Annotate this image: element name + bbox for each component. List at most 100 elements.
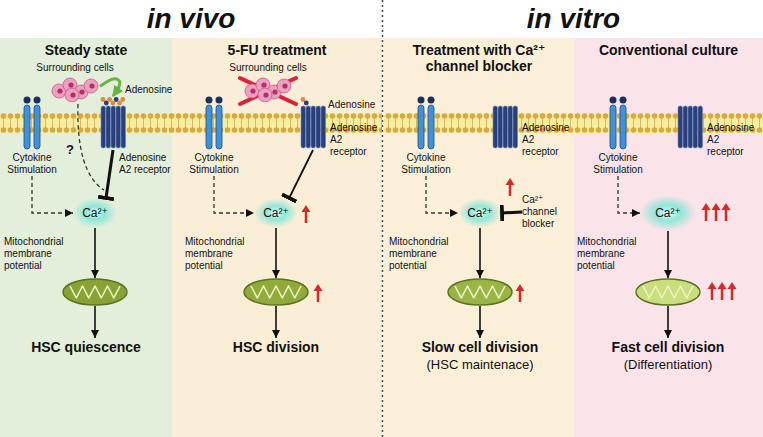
surrounding-cells: Surrounding cells bbox=[50, 76, 100, 102]
node-label: Ca²⁺ bbox=[82, 206, 108, 220]
outcome-text: Slow cell division(HSC maintenace) bbox=[392, 338, 568, 373]
cytokine-receptor: Cytokine Stimulation bbox=[4, 96, 60, 176]
inhibition-line bbox=[106, 150, 113, 198]
receptor-shape bbox=[492, 96, 518, 150]
receptor-shape bbox=[677, 96, 703, 150]
cytokine-receptor-shape bbox=[608, 96, 628, 150]
node-label: Adenosine A2 receptor bbox=[330, 122, 380, 158]
node-label: Ca²⁺ bbox=[467, 206, 493, 220]
stimulation-arrow bbox=[100, 79, 120, 96]
node-label: Cytokine Stimulation bbox=[4, 152, 60, 176]
section-title: in vitro bbox=[384, 2, 763, 36]
outcome-text: HSC division bbox=[180, 338, 372, 356]
ligand-label: Adenosine bbox=[328, 99, 375, 111]
cytokine-receptor: Cytokine Stimulation bbox=[398, 96, 454, 176]
panel-heading: 5-FU treatment bbox=[172, 38, 382, 58]
signal-arrow bbox=[275, 228, 277, 278]
section-title: in vivo bbox=[0, 2, 382, 36]
panel-heading: Steady state bbox=[0, 38, 172, 58]
outcome-label: (HSC maintenace) bbox=[392, 356, 568, 373]
node-label: Ca²⁺ channel blocker bbox=[522, 194, 570, 230]
panel-heading: Conventional culture bbox=[574, 38, 763, 58]
mitochondrion: Mitochondrial membrane potential bbox=[243, 278, 309, 306]
node-label: Adenosine A2 receptor bbox=[522, 122, 572, 158]
inhibition-line bbox=[502, 212, 522, 213]
panel-ground bbox=[384, 38, 574, 437]
calcium-signal: Ca²⁺ bbox=[640, 195, 696, 231]
node-label: Adenosine A2 receptor bbox=[707, 122, 757, 158]
cytokine-signal-arrow bbox=[426, 176, 458, 213]
cytokine-signal-arrow bbox=[214, 176, 254, 213]
mitochondrion-shape bbox=[635, 278, 701, 306]
outcome-label: Fast cell division bbox=[582, 338, 754, 356]
outcome-label: (Differentiation) bbox=[582, 356, 754, 373]
signal-arrow bbox=[94, 228, 96, 278]
mitochondrion-shape bbox=[243, 278, 309, 306]
signal-arrow bbox=[94, 306, 96, 338]
mitochondrion: Mitochondrial membrane potential bbox=[635, 278, 701, 306]
cytokine-signal-arrow bbox=[618, 176, 640, 213]
cell-membrane bbox=[384, 113, 763, 133]
cytokine-signal-arrow bbox=[32, 176, 73, 213]
condition-panel: Conventional cultureCytokine Stimulation… bbox=[574, 38, 763, 437]
mitochondrion: Mitochondrial membrane potential bbox=[447, 278, 513, 306]
condition-panel: Treatment with Ca²⁺ channel blockerCytok… bbox=[384, 38, 574, 437]
panel-ground bbox=[0, 38, 172, 437]
adenosine-a2-receptor: Adenosine A2 receptor bbox=[677, 96, 703, 150]
divider-line bbox=[382, 0, 384, 437]
outcome-label: HSC division bbox=[180, 338, 372, 356]
node-label: Ca²⁺ bbox=[655, 206, 681, 220]
adenosine-a2-receptor: Adenosine A2 receptor bbox=[100, 96, 126, 150]
node-label: Cytokine Stimulation bbox=[186, 152, 242, 176]
node-label: Adenosine A2 receptor bbox=[119, 152, 173, 176]
panel-ground bbox=[172, 38, 382, 437]
condition-panel: 5-FU treatmentSurrounding cellsCytokine … bbox=[172, 38, 382, 437]
node-label: Mitochondrial membrane potential bbox=[577, 236, 645, 272]
unknown-pathway-line bbox=[78, 104, 104, 190]
mitochondrion-shape bbox=[447, 278, 513, 306]
signal-arrow bbox=[667, 231, 669, 278]
surrounding-cells: Surrounding cells bbox=[243, 76, 293, 102]
node-label: Ca²⁺ bbox=[263, 206, 289, 220]
lipid-bilayer bbox=[384, 113, 763, 133]
mitochondrion-shape bbox=[62, 278, 128, 306]
node-label: Surrounding cells bbox=[229, 62, 306, 74]
adenosine-a2-receptor: Adenosine A2 receptor bbox=[492, 96, 518, 150]
panel-ground bbox=[574, 38, 763, 437]
calcium-signal: Ca²⁺ bbox=[73, 198, 117, 228]
signal-arrow bbox=[275, 306, 277, 338]
node-label: Mitochondrial membrane potential bbox=[389, 236, 457, 272]
cytokine-receptor: Cytokine Stimulation bbox=[186, 96, 242, 176]
receptor-shape bbox=[300, 96, 326, 150]
mitochondrion: Mitochondrial membrane potential bbox=[62, 278, 128, 306]
outcome-text: HSC quiescence bbox=[10, 338, 162, 356]
outcome-text: Fast cell division(Differentiation) bbox=[582, 338, 754, 373]
node-label: Mitochondrial membrane potential bbox=[4, 236, 72, 272]
cell-cluster bbox=[50, 76, 100, 102]
outcome-label: Slow cell division bbox=[392, 338, 568, 356]
calcium-signal: Ca²⁺ bbox=[458, 198, 502, 228]
node-label: Cytokine Stimulation bbox=[398, 152, 454, 176]
signal-arrow bbox=[667, 306, 669, 338]
panel-heading: Treatment with Ca²⁺ channel blocker bbox=[384, 38, 574, 74]
adenosine-a2-receptor: Adenosine A2 receptor bbox=[300, 96, 326, 150]
node-label: Surrounding cells bbox=[36, 62, 113, 74]
receptor-shape bbox=[100, 96, 126, 150]
cytokine-receptor-shape bbox=[416, 96, 436, 150]
ligand-label: Adenosine bbox=[125, 84, 172, 96]
calcium-signal: Ca²⁺ bbox=[254, 198, 298, 228]
signal-arrow bbox=[479, 306, 481, 338]
outcome-label: HSC quiescence bbox=[10, 338, 162, 356]
node-label: Mitochondrial membrane potential bbox=[185, 236, 253, 272]
cytokine-receptor-shape bbox=[22, 96, 42, 150]
channel-blocker: Ca²⁺ channel blocker bbox=[522, 194, 570, 230]
unknown-mark: ? bbox=[66, 142, 74, 157]
cell-cluster bbox=[243, 76, 293, 102]
inhibition-line bbox=[289, 150, 313, 198]
node-label: Cytokine Stimulation bbox=[590, 152, 646, 176]
cytokine-receptor-shape bbox=[204, 96, 224, 150]
cytokine-receptor: Cytokine Stimulation bbox=[590, 96, 646, 176]
cross-mark bbox=[240, 78, 296, 104]
signal-arrow bbox=[479, 228, 481, 278]
